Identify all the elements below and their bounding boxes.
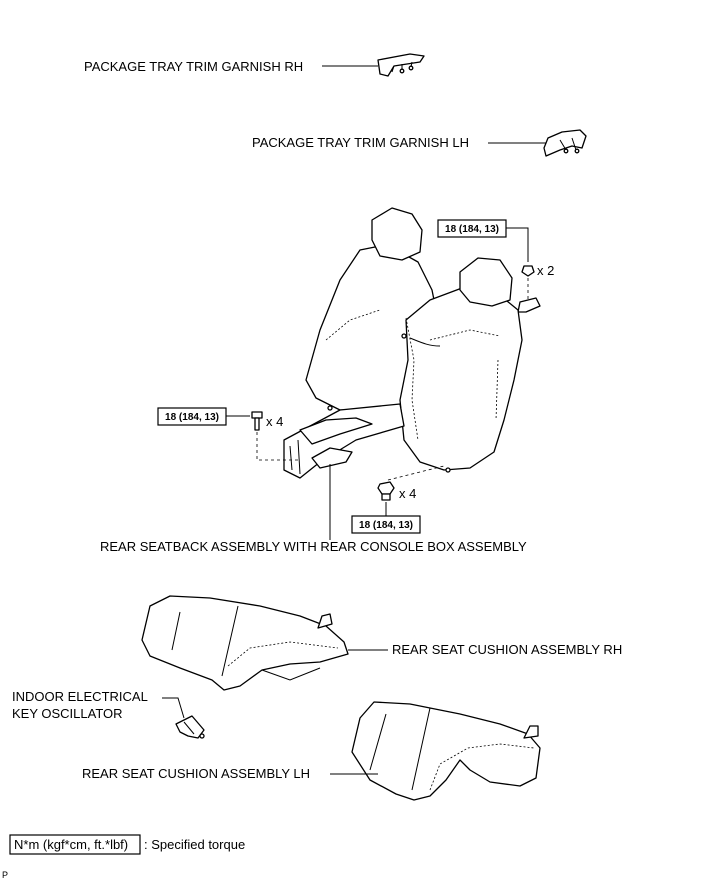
package-tray-garnish-lh-part bbox=[543, 129, 587, 157]
label-key-osc-line2: KEY OSCILLATOR bbox=[12, 706, 123, 721]
label-package-tray-rh: PACKAGE TRAY TRIM GARNISH RH bbox=[84, 59, 303, 74]
rear-seat-cushion-rh-part bbox=[141, 595, 349, 691]
leader-nut-top bbox=[506, 227, 529, 262]
key-oscillator-part bbox=[175, 715, 205, 739]
label-package-tray-lh: PACKAGE TRAY TRIM GARNISH LH bbox=[252, 135, 469, 150]
torque-value-nut-top: 18 (184, 13) bbox=[445, 224, 499, 235]
seatback-bracket bbox=[517, 297, 541, 313]
qty-nut-top: x 2 bbox=[537, 263, 554, 278]
legend-unit-box bbox=[9, 834, 141, 855]
qty-nut-bottom: x 4 bbox=[399, 486, 416, 501]
label-key-osc-line1: INDOOR ELECTRICAL bbox=[12, 689, 148, 704]
legend-unit-text: N*m (kgf*cm, ft.*lbf) bbox=[14, 837, 128, 852]
torque-box-nut-bottom bbox=[351, 515, 421, 534]
legend-description: : Specified torque bbox=[144, 837, 245, 852]
label-cushion-lh: REAR SEAT CUSHION ASSEMBLY LH bbox=[82, 766, 310, 781]
corner-mark: P bbox=[2, 870, 8, 880]
label-rear-seatback: REAR SEATBACK ASSEMBLY WITH REAR CONSOLE… bbox=[100, 539, 527, 554]
torque-value-nut-bottom: 18 (184, 13) bbox=[359, 520, 413, 531]
package-tray-garnish-rh-part bbox=[377, 53, 425, 77]
nut-bottom-icon bbox=[377, 481, 395, 501]
leader-key-osc bbox=[162, 697, 185, 719]
nut-top-icon bbox=[521, 265, 535, 277]
qty-bolt-left: x 4 bbox=[266, 414, 283, 429]
rear-seatback-part bbox=[283, 207, 523, 479]
rear-seat-cushion-lh-part bbox=[351, 701, 541, 801]
label-cushion-rh: REAR SEAT CUSHION ASSEMBLY RH bbox=[392, 642, 622, 657]
torque-value-bolt-left: 18 (184, 13) bbox=[165, 412, 219, 423]
bolt-left-icon bbox=[251, 411, 263, 431]
